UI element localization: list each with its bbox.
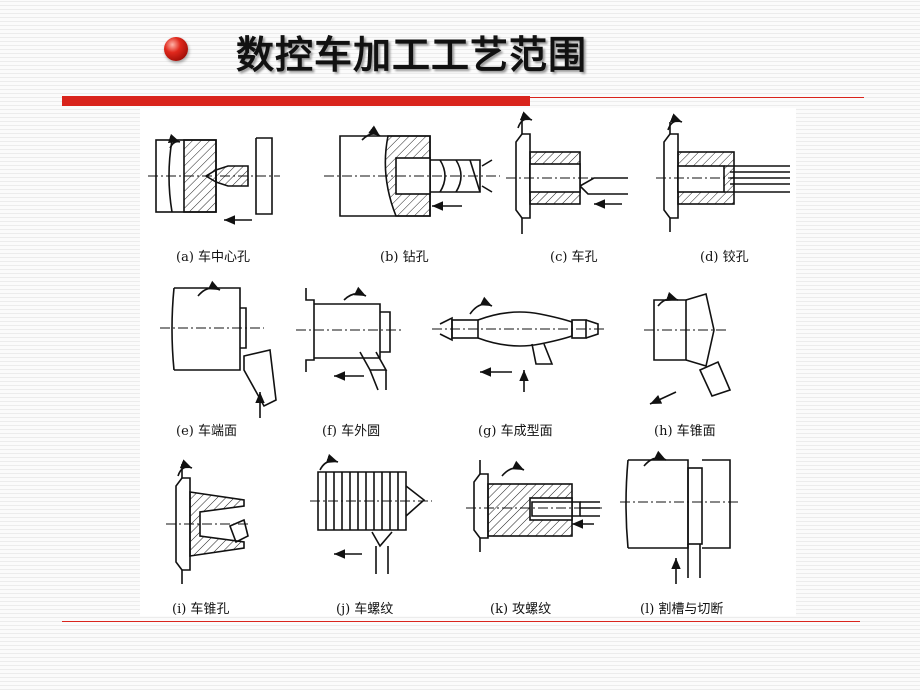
caption-h: (h) 车锥面 xyxy=(654,424,716,439)
caption-j: (j) 车螺纹 xyxy=(336,602,394,617)
figure-f-turning xyxy=(296,286,402,391)
figure-e-facing xyxy=(160,280,277,418)
figure-i-taper-boring xyxy=(166,459,250,584)
caption-l: (l) 割槽与切断 xyxy=(640,602,724,617)
figure-k-tapping xyxy=(466,460,602,552)
slide-title: 数控车加工工艺范围 xyxy=(236,33,588,77)
caption-g: (g) 车成型面 xyxy=(478,424,553,439)
footer-rule xyxy=(62,621,860,622)
caption-e: (e) 车端面 xyxy=(176,424,237,439)
bullet-icon xyxy=(164,37,188,61)
caption-i: (i) 车锥孔 xyxy=(172,602,230,617)
figure-g-form-turning xyxy=(432,296,606,392)
caption-c: (c) 车孔 xyxy=(550,250,598,265)
caption-d: (d) 铰孔 xyxy=(700,250,749,265)
figure-panel: (a) 车中心孔 (b) 钻孔 (c) 车孔 (d) 铰孔 (e) 车端面 (f… xyxy=(140,108,796,617)
figure-l-grooving-parting xyxy=(620,450,740,584)
figure-c-boring xyxy=(506,111,628,234)
figure-j-threading xyxy=(310,453,432,574)
figure-d-reaming xyxy=(656,113,790,232)
figure-b-drilling xyxy=(324,125,500,217)
figure-a-center-drilling xyxy=(148,133,280,225)
caption-f: (f) 车外圆 xyxy=(322,424,381,439)
title-accent-bar xyxy=(62,96,530,106)
caption-a: (a) 车中心孔 xyxy=(176,250,251,265)
caption-k: (k) 攻螺纹 xyxy=(490,602,552,617)
caption-b: (b) 钻孔 xyxy=(380,250,429,265)
figure-h-taper-turning xyxy=(644,291,732,405)
machining-figures xyxy=(148,111,790,584)
